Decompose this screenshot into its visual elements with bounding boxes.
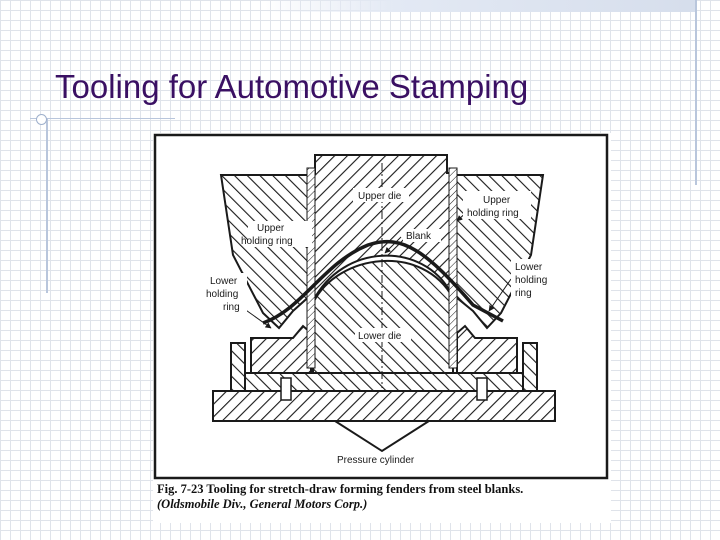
slide-title: Tooling for Automotive Stamping	[55, 68, 529, 105]
label-upper-holding-ring-left-line1: Upper	[257, 223, 285, 234]
left-accent-line	[46, 118, 48, 293]
label-bg	[463, 191, 531, 219]
right-guide-strip	[448, 167, 458, 369]
label-upper-holding-ring-right-line2: holding ring	[467, 208, 519, 219]
tooling-diagram: Upper die Upper holding ring Upper holdi…	[153, 133, 611, 523]
left-bolster-wall	[230, 342, 246, 392]
header-accent-bar	[265, 0, 695, 12]
lower-holding-ring-right-leader	[488, 278, 512, 312]
blank-sheet	[262, 239, 504, 325]
label-lower-die: Lower die	[358, 331, 402, 342]
left-guide-strip	[306, 167, 316, 369]
left-bolt-icon	[280, 377, 292, 401]
caption-main: Fig. 7-23 Tooling for stretch-draw formi…	[157, 482, 524, 496]
label-lower-holding-ring-right-line2: holding	[515, 275, 547, 286]
base-plate	[212, 390, 556, 422]
label-bg	[511, 259, 555, 299]
right-bolster-wall	[522, 342, 538, 392]
label-lower-holding-ring-right-line1: Lower	[515, 262, 543, 273]
right-bolt-icon	[476, 377, 488, 401]
caption-credit: (Oldsmobile Div., General Motors Corp.)	[157, 497, 368, 511]
title-underline	[30, 118, 175, 119]
label-lower-holding-ring-left-line1: Lower	[210, 276, 238, 287]
label-lower-holding-ring-left-line3: ring	[223, 302, 240, 313]
figure-caption: Fig. 7-23 Tooling for stretch-draw formi…	[157, 482, 609, 512]
label-bg	[353, 188, 409, 202]
label-pressure-cylinder: Pressure cylinder	[337, 455, 415, 466]
label-blank: Blank	[406, 231, 432, 242]
label-bg	[403, 229, 441, 242]
right-lower-holding-ring	[456, 324, 518, 374]
label-upper-holding-ring-left-line2: holding ring	[241, 236, 293, 247]
right-accent-line	[695, 0, 697, 185]
label-lower-holding-ring-left-line2: holding	[206, 289, 238, 300]
label-bg	[203, 273, 247, 315]
tooling-diagram-svg: Upper die Upper holding ring Upper holdi…	[153, 133, 609, 480]
label-upper-holding-ring-right-line1: Upper	[483, 195, 511, 206]
blank-leader	[384, 236, 402, 254]
label-upper-die: Upper die	[358, 191, 402, 202]
label-bg	[355, 328, 411, 342]
label-bg	[248, 221, 312, 247]
bullet-circle-icon	[36, 114, 47, 125]
lower-die	[312, 259, 454, 374]
label-lower-holding-ring-right-line3: ring	[515, 288, 532, 299]
pressure-cylinder	[331, 420, 433, 453]
label-bg	[333, 452, 433, 466]
